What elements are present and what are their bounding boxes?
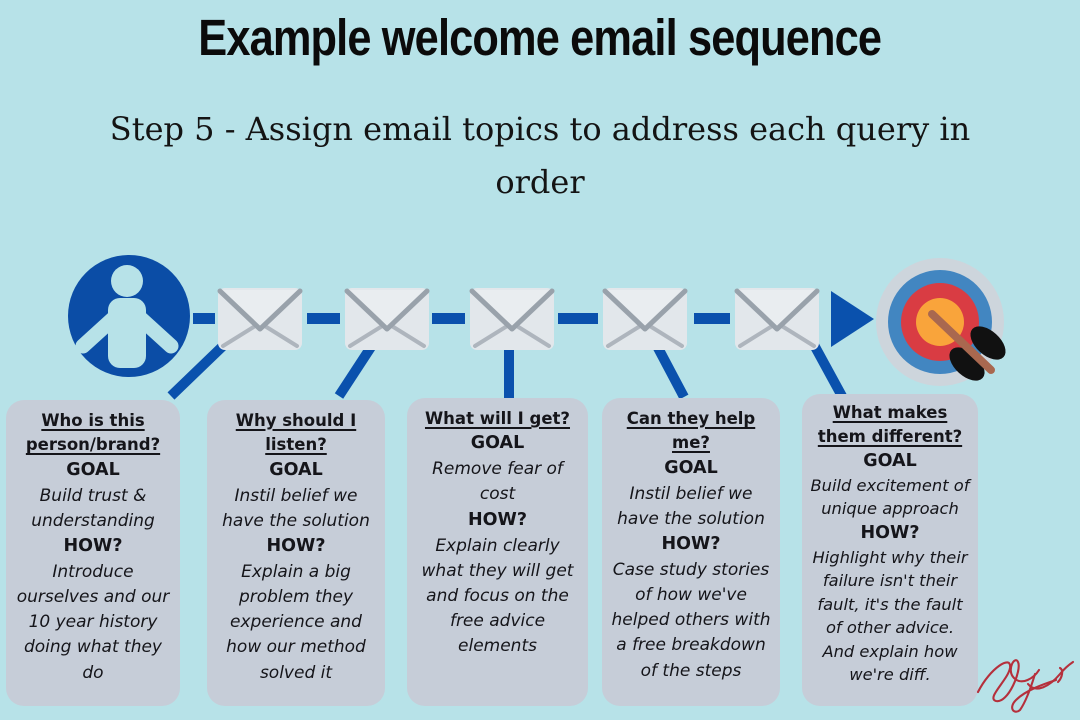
goal-label: GOAL	[269, 459, 323, 480]
card-heading: What makes them different?	[817, 403, 963, 446]
goal-text: Instil belief we have the solution	[617, 483, 765, 529]
goal-text: Remove fear of cost	[432, 459, 563, 505]
card-who-is-this: Who is this person/brand? GOAL Build tru…	[6, 400, 180, 706]
page-subtitle: Step 5 - Assign email topics to address …	[109, 110, 971, 201]
goal-text: Build trust & understanding	[31, 485, 155, 531]
envelope-icon	[218, 288, 302, 350]
how-label: HOW?	[468, 509, 527, 530]
how-label: HOW?	[63, 536, 123, 557]
how-text: Explain clearly what they will get and f…	[421, 535, 574, 657]
goal-label: GOAL	[66, 459, 120, 480]
goal-text: Instil belief we have the solution	[222, 485, 370, 531]
how-text: Explain a big problem they experience an…	[226, 561, 366, 683]
how-label: HOW?	[661, 534, 721, 555]
envelope-icon	[603, 288, 687, 350]
how-label: HOW?	[860, 522, 920, 543]
arrow-right-icon	[831, 291, 874, 347]
card-heading: What will I get?	[424, 409, 570, 428]
goal-label: GOAL	[863, 450, 917, 471]
signature	[976, 659, 1075, 713]
person-icon	[68, 255, 190, 377]
card-can-they-help: Can they help me? GOAL Instil belief we …	[602, 398, 780, 706]
email-sequence-diagram	[68, 255, 1006, 401]
how-text: Case study stories of how we've helped o…	[611, 559, 771, 681]
header: Example welcome email sequence	[0, 8, 1080, 67]
page-title: Example welcome email sequence	[198, 9, 883, 66]
how-label: HOW?	[266, 536, 326, 557]
goal-label: GOAL	[470, 433, 525, 454]
envelope-icon	[470, 288, 554, 350]
goal-label: GOAL	[664, 457, 718, 478]
leader-lines	[167, 340, 848, 401]
card-what-will-i-get: What will I get? GOAL Remove fear of cos…	[407, 398, 588, 706]
card-heading: Can they help me?	[626, 409, 756, 453]
envelope-icon	[735, 288, 819, 350]
target-icon	[876, 258, 1006, 386]
how-text: Highlight why their failure isn't their …	[812, 547, 968, 685]
goal-text: Build excitement of unique approach	[810, 475, 970, 519]
card-why-listen: Why should I listen? GOAL Instil belief …	[207, 400, 385, 706]
card-what-makes-different: What makes them different? GOAL Build ex…	[802, 394, 978, 706]
how-text: Introduce ourselves and our 10 year hist…	[16, 561, 170, 683]
connector-line	[193, 313, 730, 324]
card-heading: Who is this person/brand?	[25, 411, 161, 455]
card-heading: Why should I listen?	[235, 411, 357, 455]
envelope-icon	[345, 288, 429, 350]
